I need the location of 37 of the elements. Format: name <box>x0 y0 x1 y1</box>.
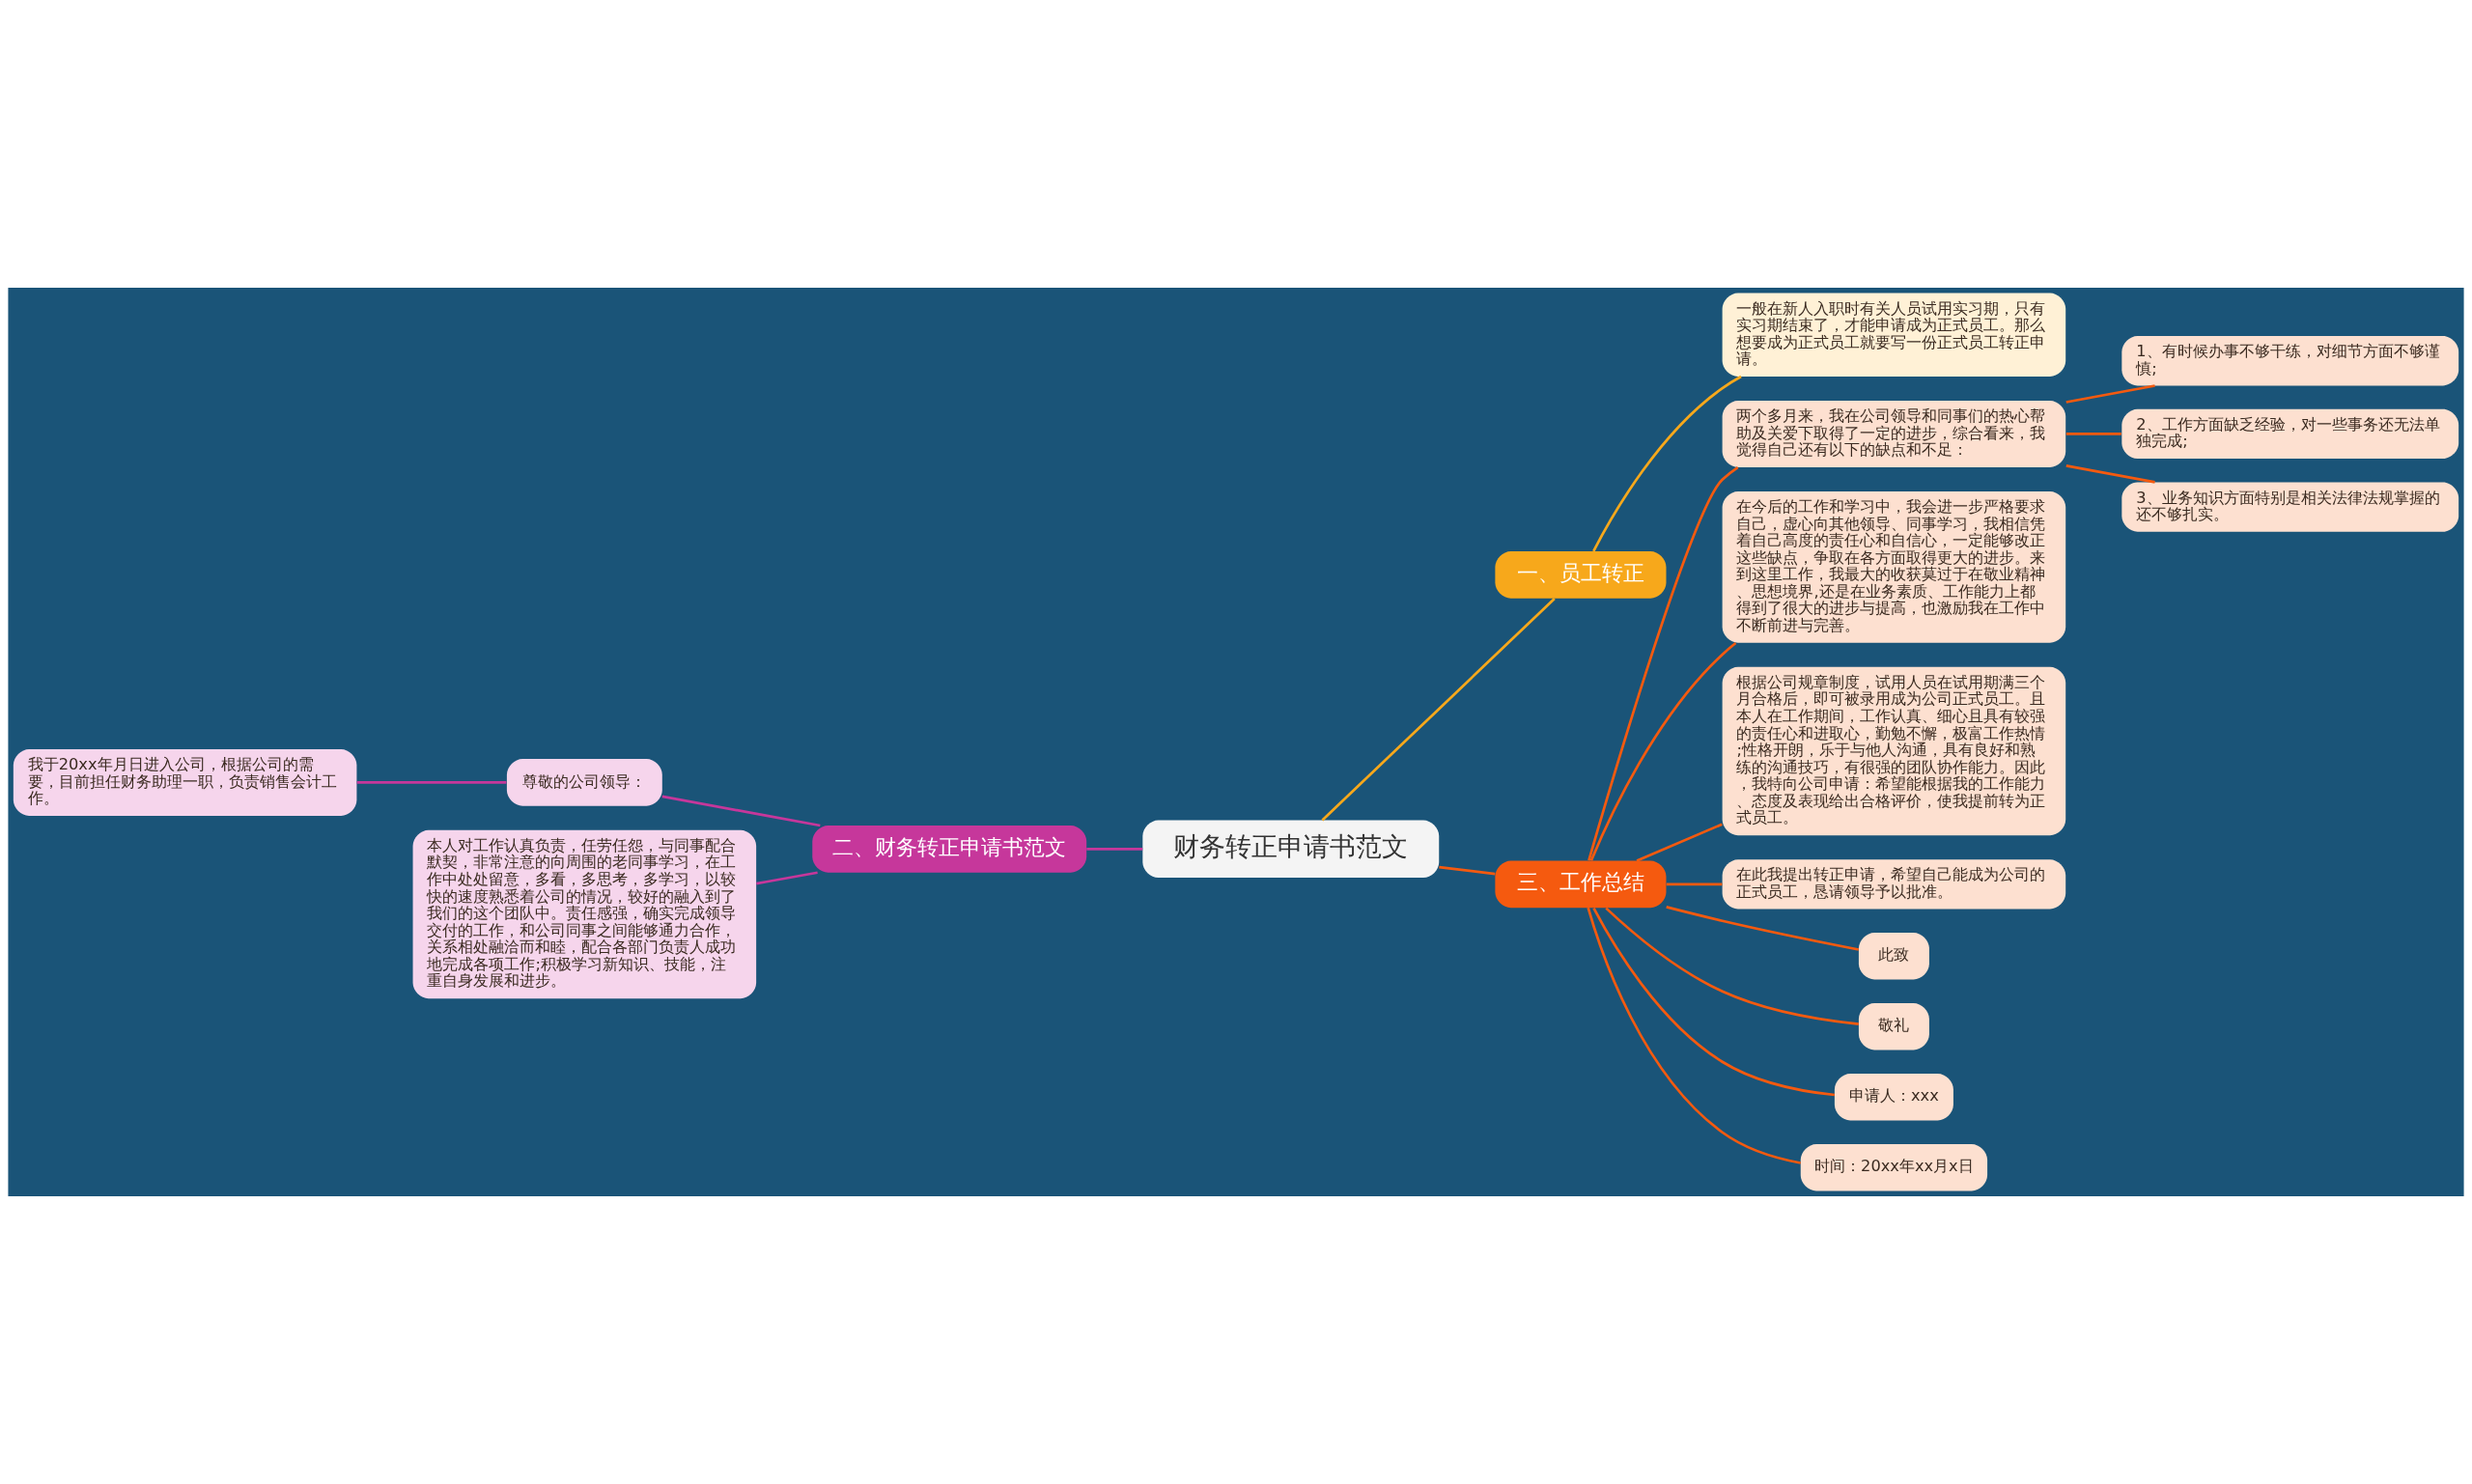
node-box: 两个多月来，我在公司领导和同事们的热心帮助及关爱下取得了一定的进步，综合看来，我觉得自己还有以下的缺点和不足： <box>1722 400 2066 467</box>
node-box: 财务转正申请书范文 <box>1142 820 1440 879</box>
node-box: 一般在新人入职时有关人员试用实习期，只有实习期结束了，才能申请成为正式员工。那么想要成为正式员工就要写一份正式员工转正申请。 <box>1722 293 2066 377</box>
connector <box>1321 598 1556 822</box>
node-box: 在此我提出转正申请，希望自己能成为公司的正式员工，恳请领导予以批准。 <box>1722 859 2066 910</box>
connector <box>1086 848 1143 851</box>
connector <box>356 781 507 784</box>
connector <box>1439 865 1496 876</box>
connector <box>1587 907 1801 1164</box>
connector <box>2065 433 2121 435</box>
node-box: 一、员工转正 <box>1495 551 1667 599</box>
node-box: 我于20xx年月日进入公司，根据公司的需要，目前担任财务助理一职，负责销售会计工作。 <box>13 748 357 816</box>
connector <box>1592 375 1742 552</box>
node-box: 1、有时候办事不够干练，对细节方面不够谨慎; <box>2121 336 2459 386</box>
connector <box>1587 466 1739 861</box>
connector <box>2065 384 2155 404</box>
node-box: 此致 <box>1858 932 1929 980</box>
node-box: 本人对工作认真负责，任劳任怨，与同事配合默契，非常注意的向周围的老同事学习，在工作中处处留意，多看，多思考，多学习，以较快的速度熟悉着公司的情况，较好的融入到了我们的这个团队中。责任感强，确实完成领导交付的工作，和公司同事之间能够通力合作，关系相处融洽而和睦，配合各部门负责人成功地完成各项工作;积极学习新知识、技能，注重自身发展和进步。 <box>412 829 757 999</box>
connector <box>756 871 818 885</box>
connector <box>1636 823 1723 862</box>
connector <box>1666 906 1860 951</box>
node-box: 根据公司规章制度，试用人员在试用期满三个月合格后，即可被录用成为公司正式员工。且本人在工作期间，工作认真、细心且具有较强的责任心和进取心，勤勉不懈，极富工作热情;性格开朗，乐于与他人沟通，具有良好和熟练的沟通技巧，有很强的团队协作能力。因此，我特向公司申请：希望能根据我的工作能力、态度及表现给出合格评价，使我提前转为正式员工。 <box>1722 666 2066 836</box>
connector <box>1605 907 1859 1025</box>
node-box: 3、业务知识方面特别是相关法律法规掌握的还不够扎实。 <box>2121 482 2459 532</box>
node-box: 敬礼 <box>1858 1002 1929 1050</box>
node-box: 二、财务转正申请书范文 <box>812 826 1087 873</box>
node-box: 时间：20xx年xx月x日 <box>1800 1143 1988 1191</box>
node-box: 申请人：xxx <box>1834 1073 1953 1121</box>
connector <box>2065 464 2155 484</box>
connector <box>1589 641 1737 861</box>
node-box: 尊敬的公司领导： <box>506 759 662 806</box>
connector <box>661 795 821 827</box>
connector <box>1666 882 1723 886</box>
connector <box>1592 908 1836 1097</box>
node-box: 2、工作方面缺乏经验，对一些事务还无法单独完成; <box>2121 408 2459 460</box>
node-box: 在今后的工作和学习中，我会进一步严格要求自己，虚心向其他领导、同事学习，我相信凭着自己高度的责任心和自信心，一定能够改正这些缺点，争取在各方面取得更大的进步。来到这里工作，我最大的收获莫过于在敬业精神、思想境界,还是在业务素质、工作能力上都得到了很大的进步与提高，也激励我在工作中不断前进与完善。 <box>1722 490 2066 643</box>
node-box: 三、工作总结 <box>1495 860 1667 909</box>
